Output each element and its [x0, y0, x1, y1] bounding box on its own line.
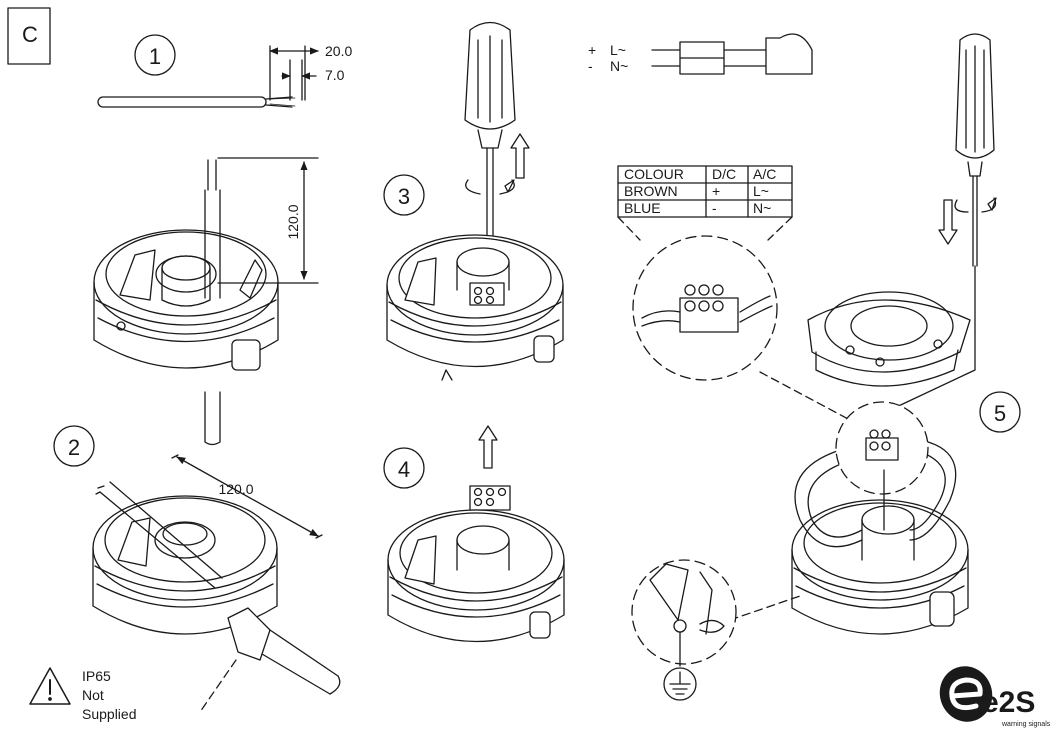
- wiring-minus: -: [588, 58, 593, 74]
- step-2-number: 2: [68, 435, 80, 460]
- housing-top-left: [93, 157, 319, 446]
- warning-line-3: Supplied: [82, 706, 137, 722]
- step-2-circle: [53, 425, 95, 467]
- earth-ground-icon: [663, 667, 697, 701]
- table-cell-blue-dc: -: [712, 200, 717, 216]
- table-cell-brown-ac: L~: [753, 183, 769, 199]
- table-header-ac: A/C: [753, 166, 776, 182]
- step-1-cable: [97, 34, 319, 108]
- step-4-circle: [383, 447, 425, 489]
- warning-triangle-icon: [29, 667, 71, 705]
- step-3-number: 3: [398, 184, 410, 209]
- step-4-number: 4: [398, 457, 410, 482]
- step-1-number: 1: [149, 44, 161, 69]
- dim-vertical-length: 120.0: [285, 204, 301, 239]
- panel-label-box: [7, 7, 51, 65]
- wiring-neutral: N~: [610, 58, 628, 74]
- e2s-logo: [939, 666, 993, 722]
- arrow-up-icon: [510, 133, 530, 179]
- table-cell-brown: BROWN: [624, 183, 678, 199]
- wiring-schematic: [651, 33, 813, 75]
- logo-text: e2S: [982, 686, 1035, 719]
- step-3-housing: [383, 174, 564, 381]
- screwdriver-icon: [464, 21, 530, 247]
- warning-line-1: IP65: [82, 668, 111, 684]
- step-5-circle: [979, 391, 1021, 433]
- table-cell-blue: BLUE: [624, 200, 661, 216]
- terminal-detail-zoom: [617, 216, 851, 421]
- arrow-down-icon: [938, 199, 958, 245]
- warning-line-2: Not: [82, 687, 104, 703]
- dim-strip-inner: 7.0: [325, 67, 345, 83]
- table-cell-blue-ac: N~: [753, 200, 771, 216]
- dim-strip-outer: 20.0: [325, 43, 352, 59]
- arrow-up-icon: [478, 425, 498, 469]
- lid-plate: [807, 291, 971, 387]
- step-5-number: 5: [994, 401, 1006, 426]
- screwdriver-icon: [889, 33, 997, 411]
- table-header-dc: D/C: [712, 166, 736, 182]
- step-1-circle: [134, 34, 176, 76]
- logo-tagline: warning signals: [1001, 721, 1051, 728]
- table-header-colour: COLOUR: [624, 166, 684, 182]
- step-5-housing: [791, 391, 1021, 635]
- step-2-housing: [53, 425, 341, 713]
- table-cell-brown-dc: +: [712, 183, 720, 199]
- wiring-live: L~: [610, 42, 626, 58]
- step-4-housing: [383, 425, 565, 643]
- step-3-circle: [383, 174, 425, 216]
- earth-detail-zoom: [631, 559, 801, 667]
- panel-letter: C: [22, 22, 38, 47]
- colour-table: [617, 165, 793, 218]
- wiring-plus: +: [588, 42, 596, 58]
- dim-cable-length: 120.0: [218, 481, 253, 497]
